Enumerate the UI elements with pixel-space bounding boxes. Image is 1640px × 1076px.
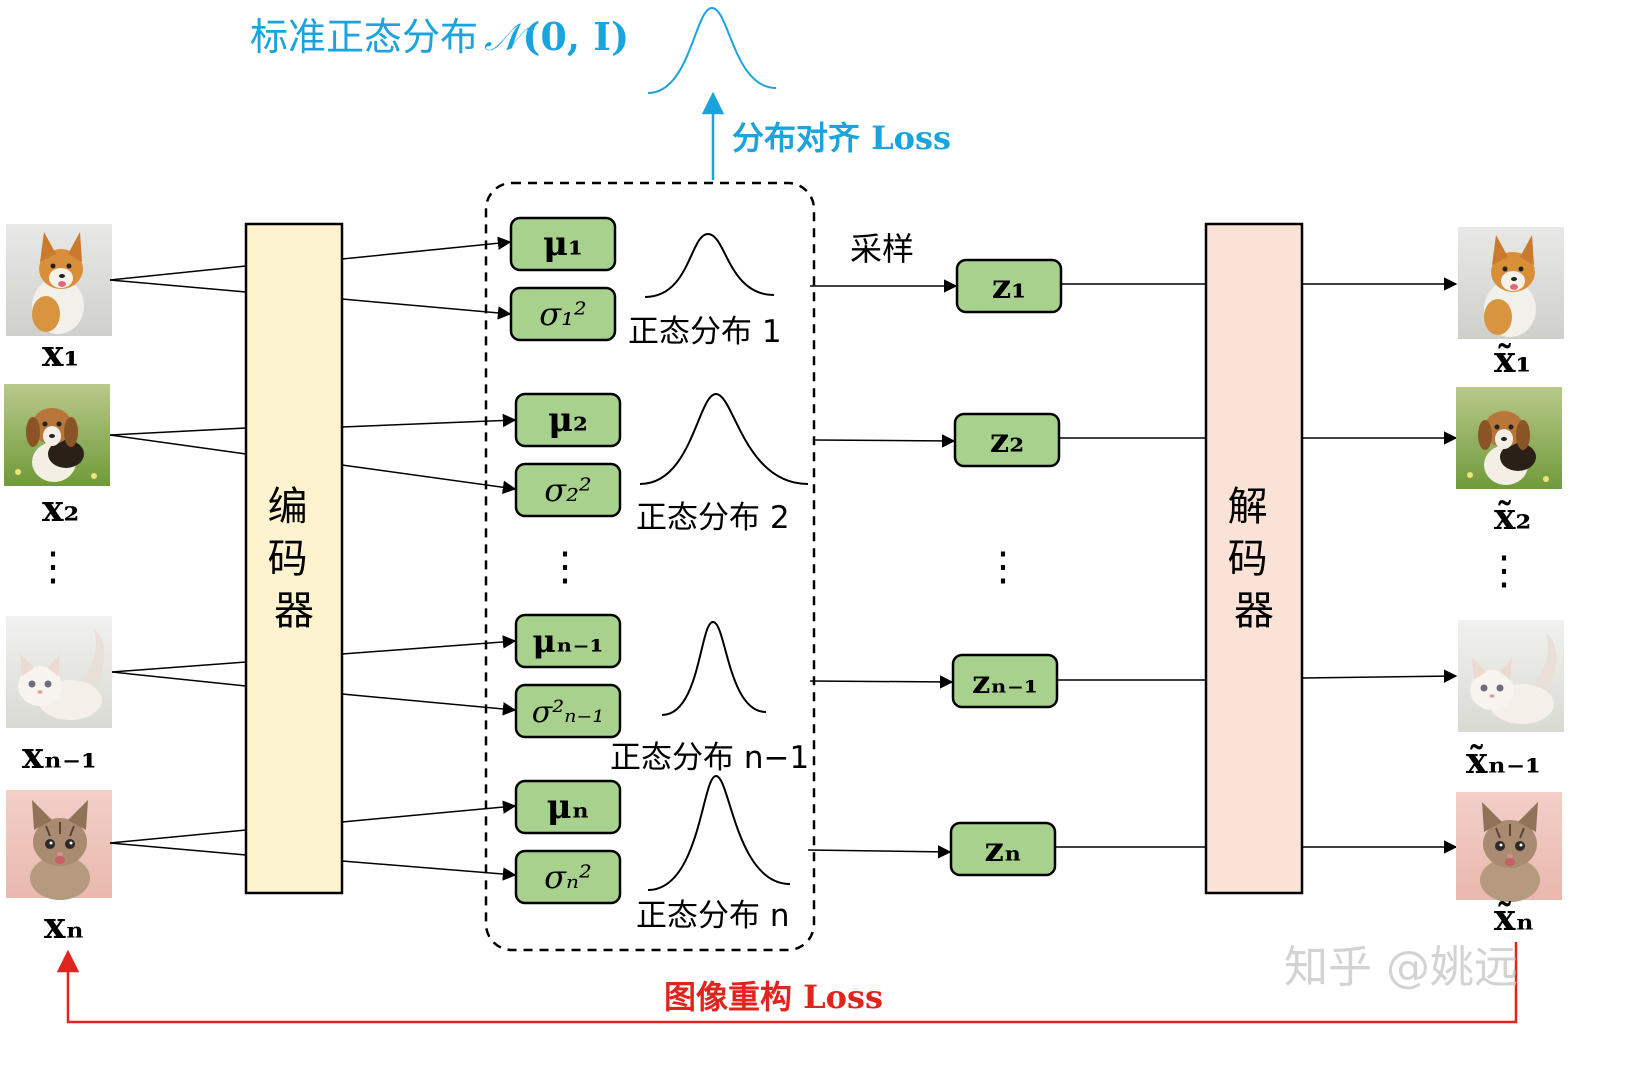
- gaussian-curve-1: [644, 232, 775, 298]
- z-label-n: zₙ: [985, 830, 1022, 870]
- mu-label-1: μ₁: [543, 224, 583, 264]
- encoder-label: 编 码 器: [268, 484, 321, 634]
- decoder-label: 解 码 器: [1228, 484, 1281, 634]
- sigma-box-n-1: [514, 683, 622, 739]
- output-image-n-1-white-kitten-photo: [1458, 620, 1564, 732]
- input-label-2: x₂: [42, 488, 79, 530]
- mu-label-2: μ₂: [548, 400, 588, 440]
- input-image-1-corgi-puppy-photo: [6, 224, 112, 336]
- sigma-label-n-1: σ²ₙ₋₁: [532, 695, 605, 730]
- output-label-1: x̃₁: [1494, 339, 1531, 381]
- output-label-n: x̃ₙ: [1494, 897, 1534, 939]
- sigma-label-2: σ₂²: [544, 471, 592, 509]
- dist-label-n-1: 正态分布 n−1: [610, 740, 809, 776]
- mu-box-2: [514, 392, 622, 448]
- encoder-block: [244, 222, 344, 895]
- gaussian-curve-n: [647, 774, 791, 891]
- output-image-2-beagle-puppy-photo: [1456, 387, 1562, 489]
- input-label-1: x₁: [42, 333, 79, 375]
- row-n: xₙ μₙ σₙ² 正态分布 n zₙ x̃ₙ: [5, 774, 1563, 947]
- row-n-minus-1: xₙ₋₁ μₙ₋₁ σ²ₙ₋₁ 正态分布 n−1 zₙ₋₁ x̃ₙ₋₁: [6, 613, 1564, 782]
- input-image-n-tabby-kitten-photo: [5, 789, 113, 901]
- output-image-1-corgi-puppy-photo: [1458, 227, 1564, 339]
- mu-box-n-1: [514, 613, 622, 669]
- alignment-loss-label: 分布对齐 Loss: [732, 119, 951, 157]
- output-label-n-1: x̃ₙ₋₁: [1466, 740, 1541, 782]
- gaussian-curve-n-1: [661, 620, 767, 716]
- mu-label-n: μₙ: [547, 787, 590, 827]
- mu-label-n-1: μₙ₋₁: [533, 622, 604, 660]
- z-ellipsis: ⋮: [983, 544, 1023, 590]
- z-box-2: [953, 412, 1061, 468]
- sigma-label-n: σₙ²: [544, 858, 592, 896]
- reconstruction-loss-label: 图像重构 Loss: [664, 978, 883, 1016]
- z-box-n: [949, 821, 1057, 877]
- dist-label-n: 正态分布 n: [636, 898, 790, 934]
- input-ellipsis: ⋮: [33, 544, 73, 590]
- input-label-n-1: xₙ₋₁: [22, 735, 97, 777]
- z-label-1: z₁: [992, 267, 1026, 307]
- prior-gaussian-curve: [647, 6, 777, 94]
- row-2: x₂ μ₂ σ₂² 正态分布 2 z₂ x̃₂: [4, 384, 1562, 538]
- sigma-box-2: [514, 462, 622, 518]
- z-label-2: z₂: [990, 421, 1024, 461]
- dist-label-1: 正态分布 1: [628, 314, 782, 350]
- row-1: x₁ μ₁ σ₁² 正态分布 1 z₁ x̃₁: [6, 216, 1564, 381]
- sigma-label-1: σ₁²: [539, 295, 587, 333]
- decoder-block: [1204, 222, 1304, 895]
- gaussian-curve-2: [639, 392, 809, 485]
- latent-distribution-container: [484, 181, 816, 952]
- watermark: 知乎 @姚远: [1284, 942, 1518, 993]
- output-ellipsis: ⋮: [1484, 548, 1524, 594]
- latent-ellipsis: ⋮: [545, 544, 585, 590]
- reconstruction-loss-arrow: [56, 942, 1518, 1024]
- z-box-1: [955, 258, 1063, 314]
- z-box-n-1: [951, 653, 1059, 709]
- input-label-n: xₙ: [44, 905, 84, 947]
- z-label-n-1: zₙ₋₁: [972, 663, 1038, 701]
- sigma-box-n: [514, 849, 622, 905]
- mu-box-1: [509, 216, 617, 272]
- sigma-box-1: [509, 286, 617, 342]
- output-image-n-tabby-kitten-photo: [1455, 791, 1563, 903]
- output-label-2: x̃₂: [1494, 496, 1531, 538]
- mu-box-n: [514, 779, 622, 835]
- input-image-n-1-white-kitten-photo: [6, 616, 112, 728]
- input-image-2-beagle-puppy-photo: [4, 384, 110, 486]
- sample-label: 采样: [850, 230, 914, 268]
- dist-label-2: 正态分布 2: [636, 500, 790, 536]
